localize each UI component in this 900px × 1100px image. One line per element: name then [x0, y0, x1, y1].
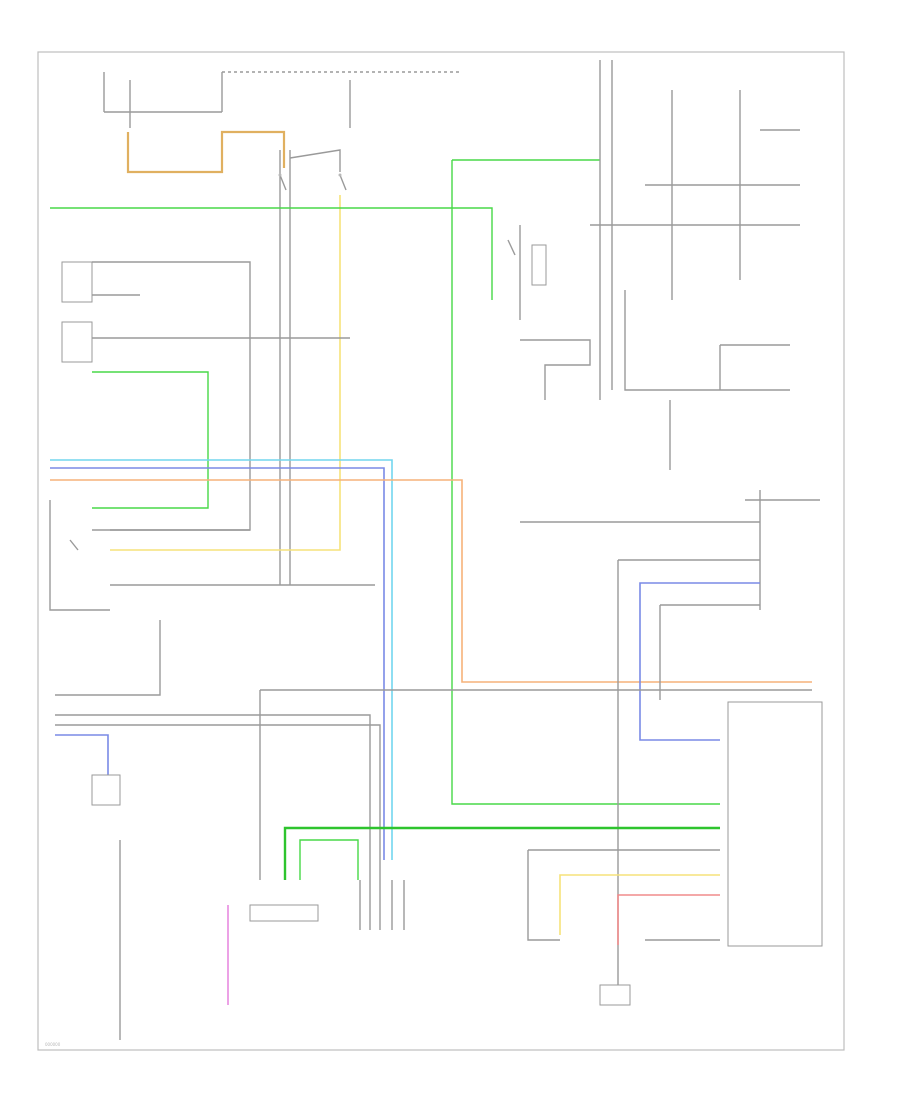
diagram-frame [37, 51, 845, 1051]
cyan-wire [50, 459, 393, 860]
blue-wire [50, 467, 385, 860]
wire [55, 620, 161, 696]
wire [289, 149, 341, 172]
green-wire [50, 207, 493, 300]
connector [249, 904, 319, 922]
blue-wire [639, 582, 760, 741]
wire [49, 500, 110, 611]
diagram-code: 000000 [45, 1042, 61, 1047]
yellow-wire [110, 195, 341, 551]
control-module [727, 701, 823, 947]
tan-wire [126, 130, 286, 174]
module-right-lower [527, 701, 823, 1006]
relay-component [61, 261, 93, 303]
blue-wire [55, 734, 109, 780]
green-wire [451, 160, 720, 805]
green-wire [92, 371, 209, 509]
wire [624, 290, 790, 391]
module-left-middle [49, 500, 375, 611]
green-wire [299, 839, 359, 880]
switch [339, 174, 347, 191]
relay-component [61, 321, 93, 363]
relay-coil [531, 244, 547, 286]
dark-green-wire [283, 826, 720, 880]
sensor-component [91, 774, 121, 806]
module-left-lower [55, 620, 381, 1040]
fuse-block-top-left [103, 71, 460, 128]
sensor-component [599, 984, 631, 1006]
wire [527, 850, 560, 941]
switch-center-top [278, 173, 347, 191]
wire [520, 339, 591, 400]
wire [92, 261, 251, 531]
wire [55, 714, 371, 880]
orange-wire [50, 479, 812, 683]
module-center-lower [227, 880, 405, 1005]
terminal [278, 173, 282, 177]
relay-left [61, 261, 350, 531]
yellow-wire [559, 874, 720, 935]
relay-center-right [507, 225, 591, 400]
switch [507, 239, 516, 256]
switch [69, 539, 79, 551]
terminal [338, 173, 342, 177]
red-wire [617, 894, 720, 945]
switch [279, 174, 287, 191]
